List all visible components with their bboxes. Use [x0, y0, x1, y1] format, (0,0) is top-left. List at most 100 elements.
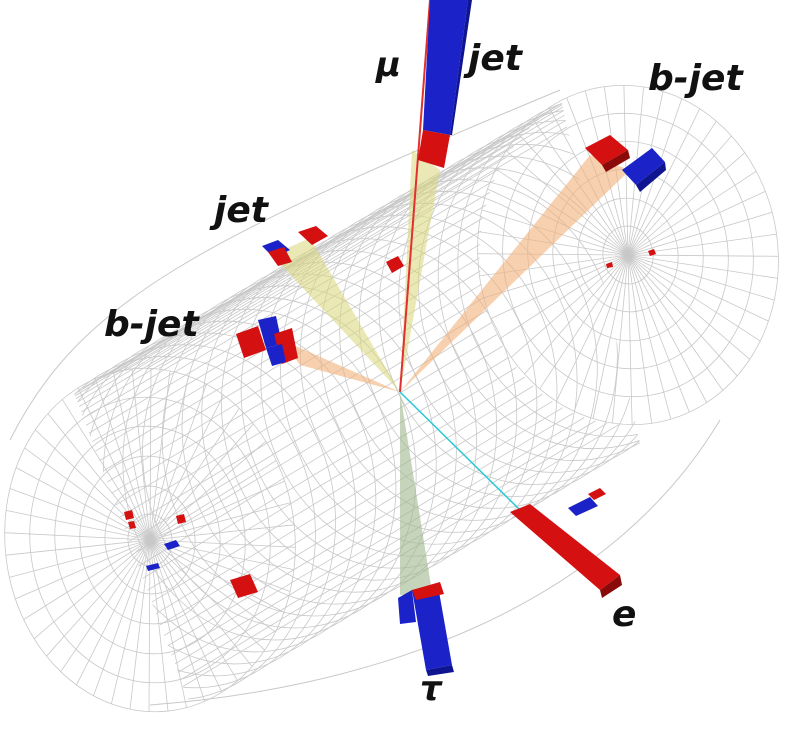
wire-spoke — [627, 108, 701, 256]
wire-spoke — [76, 539, 151, 686]
wire-spoke — [149, 368, 152, 541]
right-endcap — [477, 84, 779, 426]
right-endcap-spokes — [477, 85, 779, 425]
label-muon: μ — [375, 45, 401, 85]
right-bjet-deposits — [585, 135, 666, 192]
wire-spoke — [149, 408, 240, 541]
wire-spoke — [113, 372, 151, 541]
wire-spoke — [149, 539, 223, 693]
wire-spoke — [149, 370, 171, 541]
cone-tau — [400, 392, 432, 595]
wire-spoke — [627, 254, 708, 403]
label-jet-left: jet — [209, 190, 270, 231]
wire-spoke — [592, 254, 629, 419]
electron-track — [399, 391, 521, 511]
wire-hoop — [418, 120, 690, 461]
wire-longitudinal — [140, 424, 619, 705]
wire-spoke — [9, 539, 151, 578]
wire-spoke — [23, 539, 151, 620]
wire-hoop — [260, 214, 558, 557]
wire-hoop — [201, 250, 498, 593]
wire-spoke — [612, 254, 629, 424]
label-electron: e — [612, 594, 636, 635]
wire-spoke — [149, 480, 285, 541]
wire-spoke — [627, 152, 746, 256]
wire-spoke — [149, 539, 291, 592]
wire-spoke — [149, 423, 254, 541]
wire-spoke — [483, 254, 629, 299]
wire-spoke — [539, 254, 629, 390]
wire-spoke — [15, 467, 151, 541]
wire-hoop — [319, 179, 618, 521]
wire-spoke — [627, 254, 633, 425]
wire-spoke — [33, 539, 151, 640]
endcap-small-deposits — [124, 249, 656, 598]
calorimeter-deposits — [124, 0, 666, 676]
wire-hoop — [60, 344, 336, 689]
wire-spoke — [149, 376, 189, 541]
barrel-outline-bottom — [149, 419, 721, 706]
wire-spoke — [627, 254, 751, 360]
cone-left-bjet — [282, 340, 400, 392]
wire-spoke — [60, 539, 151, 672]
wire-spoke — [129, 539, 151, 710]
wire-spoke — [149, 394, 224, 541]
wire-longitudinal — [114, 95, 592, 374]
wire-spoke — [627, 120, 717, 256]
wire-spoke — [77, 387, 151, 541]
wire-spoke — [15, 539, 151, 600]
label-bjet-left: b-jet — [104, 304, 200, 345]
wire-spoke — [149, 539, 239, 681]
wire-spoke — [627, 211, 773, 256]
wire-hoop — [280, 202, 578, 545]
barrel — [60, 95, 690, 705]
wire-spoke — [149, 524, 295, 541]
wire-spoke — [4, 532, 151, 541]
wire-spoke — [46, 539, 151, 657]
wire-spoke — [47, 413, 151, 541]
wire-spoke — [5, 539, 151, 556]
cone-right-bjet — [400, 155, 630, 392]
electron-deposit — [510, 488, 622, 598]
wire-spoke — [131, 368, 151, 541]
left-endcap — [4, 367, 296, 713]
muon-track — [399, 0, 431, 393]
top-jet-tower — [418, 0, 472, 168]
wire-spoke — [149, 539, 285, 613]
wire-spoke — [627, 254, 724, 391]
label-jet-top: jet — [463, 38, 524, 79]
wire-spoke — [149, 440, 267, 541]
wire-spoke — [94, 378, 151, 541]
wire-longitudinal — [118, 420, 596, 705]
wire-spoke — [627, 254, 672, 420]
wire-spoke — [627, 254, 779, 257]
wire-hoop — [398, 132, 690, 473]
wire-hoop — [161, 273, 457, 617]
wire-spoke — [490, 254, 629, 320]
wire-longitudinal — [92, 98, 570, 383]
wire-spoke — [524, 254, 629, 375]
wire-spoke — [627, 254, 769, 322]
wire-spoke — [111, 539, 151, 704]
wire-spoke — [627, 254, 775, 301]
wire-longitudinal — [103, 95, 581, 378]
wire-longitudinal — [129, 422, 608, 705]
cone-left-jet — [272, 238, 400, 392]
wire-spoke — [61, 399, 151, 541]
wire-hoop — [221, 238, 518, 581]
wire-spoke — [149, 460, 277, 541]
wire-spoke — [627, 254, 761, 342]
object-labels: μ jet b-jet jet b-jet e τ — [104, 38, 744, 709]
wire-longitudinal — [60, 156, 507, 442]
wire-longitudinal — [96, 412, 574, 701]
wire-spoke — [149, 502, 291, 541]
wire-spoke — [149, 539, 253, 667]
deposit-red-small-center — [386, 256, 404, 273]
wire-longitudinal — [125, 95, 603, 371]
wire-hoop — [142, 285, 437, 629]
wire-spoke — [499, 254, 629, 340]
wire-spoke — [627, 254, 653, 424]
wire-spoke — [627, 254, 738, 377]
wire-spoke — [627, 254, 778, 279]
wire-hoop — [83, 320, 377, 665]
